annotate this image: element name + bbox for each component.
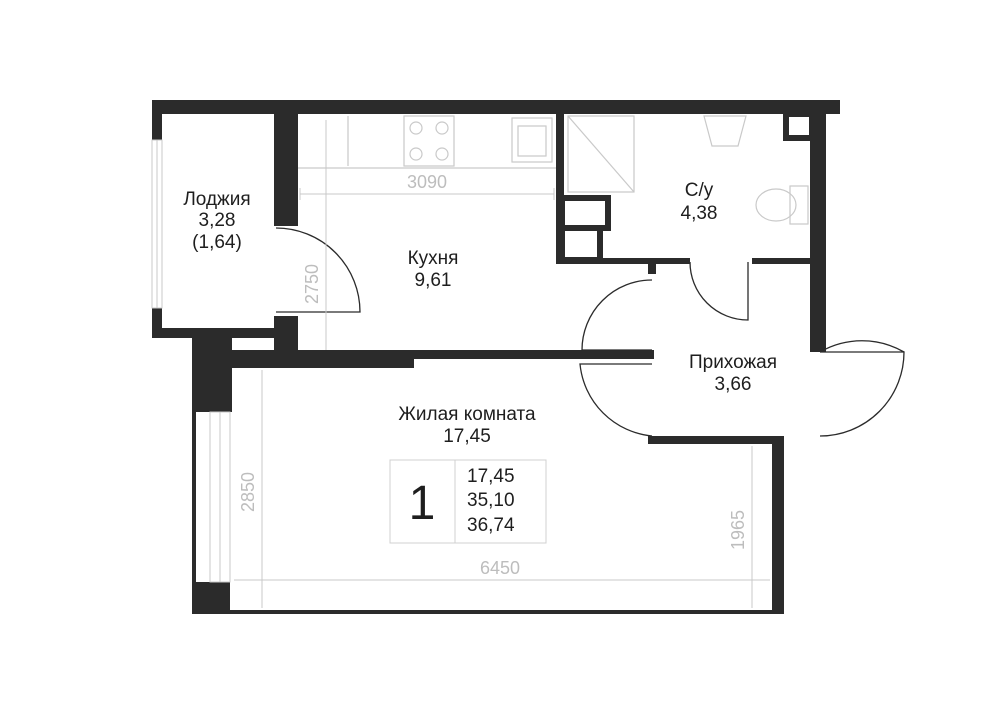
info-area-with-loggia: 36,74 — [467, 515, 515, 536]
wall-pillar — [648, 264, 656, 274]
info-box: 1 17,45 35,10 36,74 — [389, 459, 547, 544]
stove — [403, 115, 455, 167]
info-living-area: 17,45 — [467, 466, 515, 487]
living-name: Жилая комната — [398, 404, 536, 425]
room-loggia: Лоджия 3,28 (1,64) — [183, 189, 250, 253]
fixtures — [298, 115, 809, 225]
kitchen-door — [275, 227, 361, 313]
wall-loggia-left-top — [152, 100, 162, 140]
dim-total-width: 6450 — [480, 558, 520, 578]
shower — [567, 115, 635, 193]
wall-bathroom-bottom-right — [752, 258, 810, 264]
wall-hallway-bottom — [648, 436, 784, 444]
wall-living-left-bottom — [192, 582, 230, 614]
walls — [152, 100, 840, 614]
loggia-name: Лоджия — [183, 189, 250, 210]
wall-kitchen-living — [192, 350, 414, 368]
dim-living-depth: 2850 — [238, 472, 258, 512]
dim-kitchen-depth: 2750 — [302, 264, 322, 304]
room-bathroom: С/у 4,38 — [681, 180, 718, 224]
vent-shaft-bottom — [559, 225, 603, 263]
wall-living-left-top — [192, 350, 202, 412]
wall-living-window-edge — [192, 412, 196, 582]
info-box-frame — [389, 459, 547, 544]
loggia-reduced-area: (1,64) — [192, 232, 242, 253]
vent-shaft-right — [783, 111, 815, 141]
toilet-tank — [789, 185, 809, 225]
hallway-door-left-upper — [581, 279, 653, 351]
room-kitchen: Кухня 9,61 — [408, 248, 459, 291]
wall-bathroom-bottom-left — [556, 258, 690, 264]
hallway-area: 3,66 — [715, 374, 752, 395]
bathroom-door — [689, 261, 749, 321]
windows — [151, 139, 231, 583]
entrance-door — [819, 351, 905, 437]
rooms-count: 1 — [409, 477, 436, 530]
dim-kitchen-width: 3090 — [407, 172, 447, 192]
kitchen-name: Кухня — [408, 248, 459, 269]
info-total-area: 35,10 — [467, 490, 515, 511]
doors — [275, 227, 905, 437]
bathroom-area: 4,38 — [681, 203, 718, 224]
wall-loggia-left-bottom — [152, 308, 162, 338]
dimension-lines — [234, 120, 770, 608]
wall-living-bottom — [192, 610, 784, 614]
hallway-name: Прихожая — [689, 352, 777, 373]
wall-living-right — [772, 438, 784, 614]
vent-shaft-top — [559, 195, 611, 231]
hallway-door-left-lower — [579, 363, 653, 437]
wall-right — [810, 100, 826, 352]
wall-bathroom-left — [556, 114, 564, 262]
living-area: 17,45 — [443, 426, 491, 447]
toilet-bowl — [755, 188, 797, 222]
room-hallway: Прихожая 3,66 — [689, 352, 777, 395]
wall-top — [152, 100, 840, 114]
kitchen-area: 9,61 — [415, 270, 452, 291]
wall-kitchen-living-thin — [414, 350, 654, 359]
dim-right-depth: 1965 — [728, 510, 748, 550]
bathroom-name: С/у — [685, 180, 714, 201]
washbasin — [703, 115, 747, 147]
room-living: Жилая комната 17,45 — [398, 404, 536, 447]
kitchen-sink — [511, 117, 553, 163]
entrance-door-upper — [819, 340, 905, 353]
loggia-area: 3,28 — [199, 210, 236, 231]
wall-loggia-kitchen-upper — [274, 100, 298, 226]
